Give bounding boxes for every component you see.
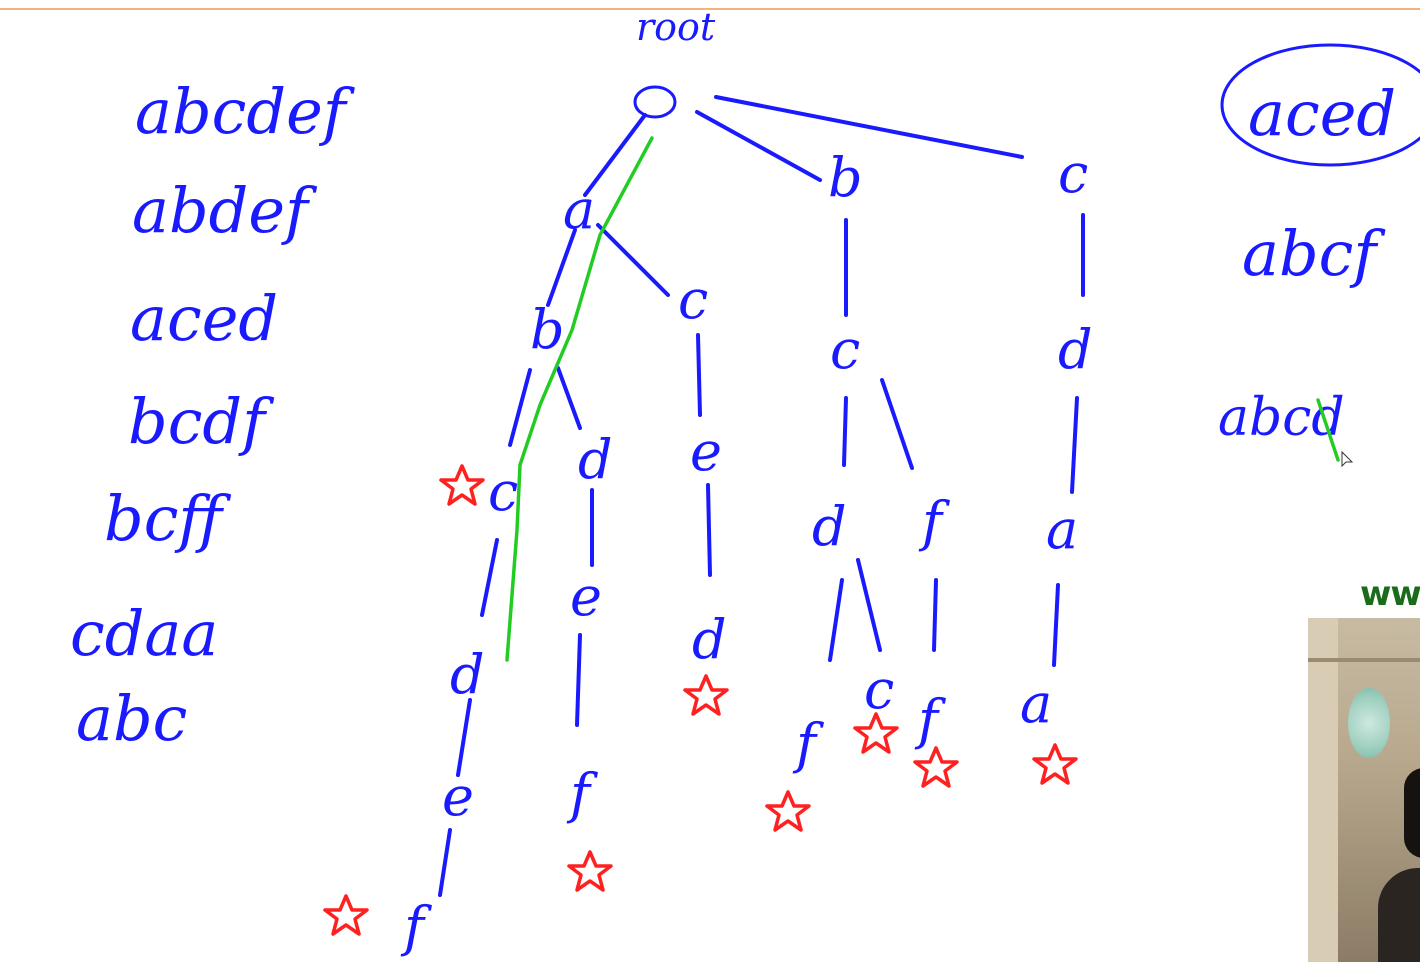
trie-node: b [530,298,565,361]
end-of-word-star-icon [567,850,613,892]
trie-node: f [918,490,950,553]
trie-node: e [442,765,474,828]
webcam-overlay [1308,618,1420,962]
end-markers [323,464,1078,936]
trie-node: f [566,762,598,825]
word-item: abcf [1242,217,1386,290]
word-item: cdaa [70,597,218,670]
top-divider-line [0,8,1420,10]
highlight-stroke [1316,398,1340,462]
trie-node: a [1020,672,1052,735]
webcam-background [1308,618,1338,962]
word-item: bcdf [128,385,275,458]
word-item: abcdef [135,75,356,148]
trie-node: d [1058,318,1093,381]
end-of-word-star-icon [1032,743,1078,785]
trie-node: a [563,178,595,241]
trie-node: b [828,146,863,209]
trie-node: e [690,420,722,483]
trie-node: c [1058,142,1088,205]
trie-node: c [830,318,860,381]
trie-edges [438,95,1085,897]
word-item: abc [76,682,187,755]
brand-watermark: ww [1360,574,1420,614]
trie-node: f [400,895,432,958]
trie-node: d [578,428,613,491]
root-label: root [636,5,716,49]
trie-node: d [450,643,485,706]
webcam-decoration [1348,688,1390,758]
word-item: abdef [132,174,318,247]
circled-word-outline [1220,43,1420,167]
right-word-list: aced abcf abcd [1218,43,1420,468]
trie-node: c [864,658,894,721]
highlight-search-path [505,136,654,662]
webcam-presenter-body [1378,868,1420,962]
left-word-list: abcdef abdef aced bcdf bcff cdaa abc [70,75,356,755]
trie-node: e [570,565,602,628]
end-of-word-star-icon [683,674,729,716]
trie-node: c [678,268,708,331]
end-of-word-star-icon [439,464,485,506]
trie-node: a [1046,498,1078,561]
trie-node: f [792,712,824,775]
word-item: bcff [104,482,231,555]
trie-node: c [488,460,518,523]
word-item: aced [1248,77,1396,150]
webcam-shelf [1308,658,1420,662]
end-of-word-star-icon [913,746,959,788]
webcam-presenter [1404,768,1420,858]
trie-nodes: a b c b c c d c d e d f a d e d f c f a … [400,142,1093,958]
trie-node: f [914,688,946,751]
trie-node: d [812,495,847,558]
end-of-word-star-icon [323,894,369,936]
mouse-cursor-icon [1341,450,1354,468]
word-item: aced [130,282,278,355]
trie-node: d [692,608,727,671]
root-node [633,85,677,119]
end-of-word-star-icon [765,790,811,832]
